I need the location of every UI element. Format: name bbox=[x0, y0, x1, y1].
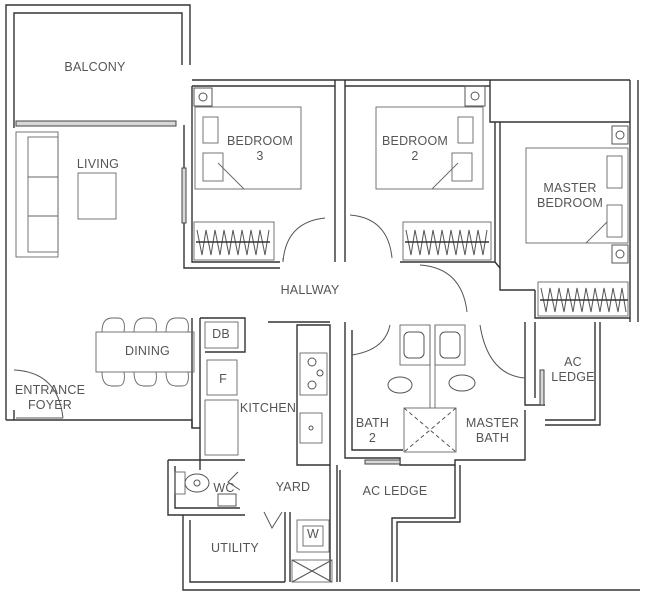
room-label-hallway: HALLWAY bbox=[280, 283, 340, 297]
room-label-fridge: F bbox=[219, 372, 227, 386]
room-label-bedroom2: BEDROOM 2 bbox=[382, 134, 448, 163]
room-label-bedroom3: BEDROOM 3 bbox=[227, 134, 293, 163]
room-label-master-bath: MASTER BATH bbox=[465, 416, 520, 445]
room-label-yard: YARD bbox=[275, 480, 311, 494]
room-label-wc: WC bbox=[213, 481, 235, 495]
room-label-entrance-foyer: ENTRANCE FOYER bbox=[14, 383, 86, 412]
bath-fixtures bbox=[351, 324, 545, 465]
bedroom2-furniture bbox=[349, 85, 492, 313]
entrance-door bbox=[13, 369, 64, 419]
room-label-balcony: BALCONY bbox=[64, 60, 126, 74]
dining-furniture bbox=[95, 317, 195, 387]
room-label-db: DB bbox=[212, 327, 230, 341]
room-label-washer: W bbox=[307, 527, 319, 541]
living-furniture bbox=[15, 131, 187, 258]
room-label-dining: DINING bbox=[125, 344, 170, 358]
master-bedroom-furniture bbox=[525, 125, 629, 317]
room-label-utility: UTILITY bbox=[211, 541, 259, 555]
service-fixtures bbox=[174, 471, 333, 583]
room-label-ac-ledge-right: AC LEDGE bbox=[551, 355, 595, 384]
bedroom3-furniture bbox=[193, 87, 326, 263]
room-label-bath2: BATH 2 bbox=[355, 416, 390, 445]
room-label-master-bedroom: MASTER BEDROOM bbox=[537, 181, 603, 210]
room-label-kitchen: KITCHEN bbox=[239, 401, 297, 415]
kitchen-furniture bbox=[204, 321, 328, 456]
room-label-living: LIVING bbox=[76, 157, 120, 171]
room-label-ac-ledge-bottom: AC LEDGE bbox=[362, 484, 428, 498]
